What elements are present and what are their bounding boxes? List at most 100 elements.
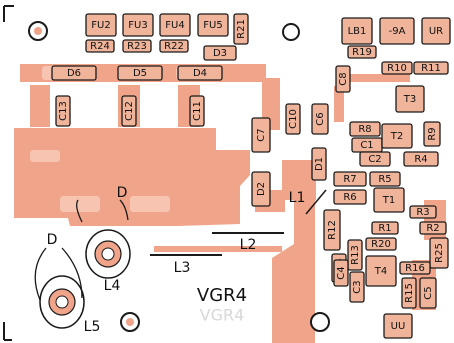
component-body [233,13,249,45]
component-label: FU2 [91,20,110,31]
component-fu2: FU2 [85,13,117,37]
component-body [347,45,377,59]
component-t4: T4 [365,255,397,287]
component-label: UR [429,26,443,37]
component-label: C3 [352,280,363,293]
component-body [341,17,373,45]
component-r24: R24 [85,39,115,53]
component-body [311,147,327,181]
component-c3: C3 [349,271,365,303]
component-fu3: FU3 [122,13,154,37]
component-body [365,255,397,287]
component-r12: R12 [323,209,341,251]
component-body [365,237,397,251]
board-title: VGR4 [197,285,247,306]
component-label: C13 [58,101,69,121]
inductor-coils [34,189,327,329]
component-label: R5 [378,174,391,185]
component-body [177,65,223,81]
component-r21: R21 [233,13,249,45]
component-label: C7 [256,128,267,141]
component-c1: C1 [351,137,383,153]
component-body [381,123,413,149]
component-label: D1 [314,157,325,171]
component-label: C8 [338,72,349,85]
component-body [251,171,271,207]
component-r10: R10 [381,61,413,75]
component-body [423,121,441,147]
component-body [401,277,417,309]
component-body [399,261,431,275]
component-body [333,171,367,187]
component-label: R13 [350,245,361,265]
component-c10: C10 [285,103,301,135]
component-body [381,61,413,75]
component-r6: R6 [333,189,367,205]
component-label: R9 [427,127,438,140]
component-label: R10 [387,63,407,74]
component-body [347,239,363,271]
board-title-ghost: VGR4 [200,306,245,325]
component-body [369,171,401,187]
label-d-upper: D [117,185,128,201]
component-c13: C13 [55,95,71,127]
component-label: R7 [343,174,356,185]
component-c11: C11 [189,95,205,127]
mount-hole-top-left-center [34,27,42,35]
component-body [85,39,115,53]
component-label: R19 [352,47,372,58]
component-r25: R25 [429,237,449,269]
label-l3: L3 [174,260,191,276]
component-body [349,121,381,137]
component-body [383,313,413,339]
label-l5: L5 [84,319,101,335]
component-label: D5 [133,68,147,79]
component-body [373,187,405,213]
component-r2: R2 [419,221,447,235]
component-body [121,95,137,127]
component-label: R22 [164,41,184,52]
component-body [159,39,189,53]
component-body [333,189,367,205]
component-label: LB1 [348,26,367,37]
component-label: FU3 [128,20,147,31]
mounting-holes [28,21,330,332]
component-body [251,117,271,153]
component-9a: -9A [379,17,415,45]
component-label: UU [391,321,406,332]
component-body [395,85,425,113]
component-body [379,17,415,45]
component-label: D6 [67,68,81,79]
component-d4: D4 [177,65,223,81]
component-label: R25 [434,243,445,263]
component-body [311,103,329,135]
component-c12: C12 [121,95,137,127]
component-label: C12 [124,101,135,121]
component-label: R20 [371,239,391,250]
component-label: R24 [90,41,110,52]
component-d1: D1 [311,147,327,181]
mount-hole-bottom-right [310,312,330,332]
component-body [429,237,449,269]
component-r4: R4 [403,151,439,167]
component-label: D3 [213,48,227,59]
component-body [403,151,439,167]
component-body [122,13,154,37]
component-c7: C7 [251,117,271,153]
component-label: C11 [192,101,203,121]
label-l4: L4 [104,278,121,294]
component-r15: R15 [401,277,417,309]
component-label: R23 [127,41,147,52]
mount-hole-bottom-left-center [126,318,134,326]
label-l1: L1 [289,190,306,206]
component-body [189,95,205,127]
component-label: C10 [288,109,299,129]
component-body [335,65,351,93]
component-label: FU4 [165,20,184,31]
component-body [349,271,365,303]
component-label: C5 [423,286,434,299]
component-label: T3 [403,94,416,105]
component-r23: R23 [122,39,152,53]
component-label: R12 [327,220,338,240]
component-r20: R20 [365,237,397,251]
